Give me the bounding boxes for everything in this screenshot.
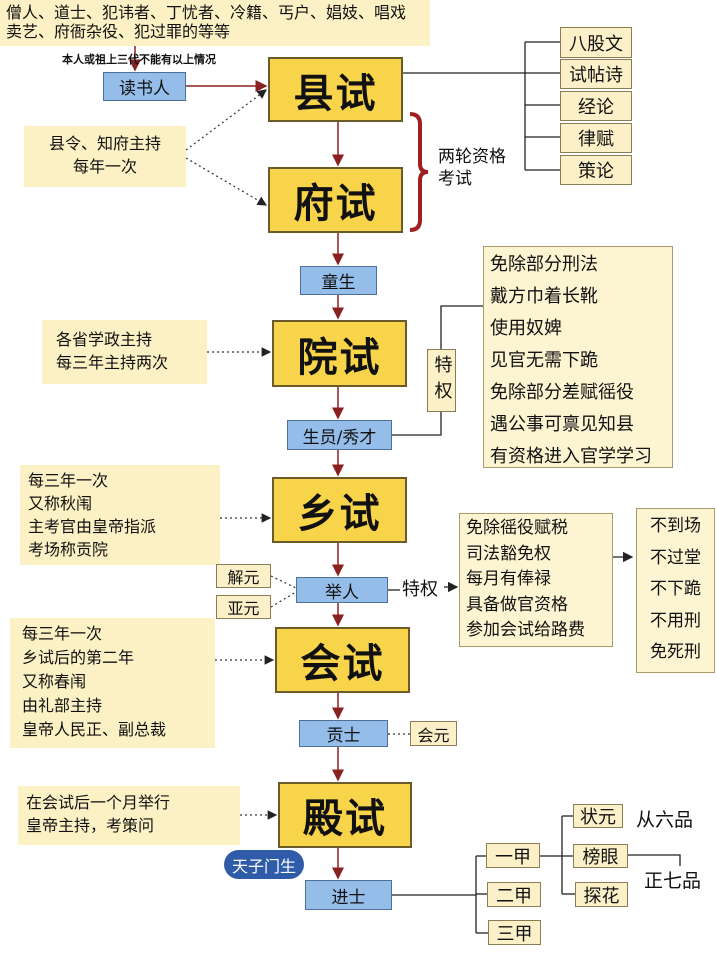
privilege-item: 司法豁免权: [466, 543, 551, 564]
note-line: 乡试后的第二年: [22, 648, 135, 667]
note-line: 每年一次: [72, 157, 137, 176]
immunity-item: 免死刑: [650, 642, 701, 662]
note-line: 考场称贡院: [28, 540, 109, 559]
grade-from-sixth: 从六品: [636, 809, 694, 831]
note-line: 县令、知府主持: [48, 134, 161, 153]
note-line: 皇帝主持，考策问: [26, 816, 155, 835]
immunity-item: 不到场: [650, 516, 701, 536]
privilege-item: 具备做官资格: [466, 594, 568, 615]
privilege-item: 戴方巾着长靴: [490, 286, 598, 307]
privilege-item: 每月有俸禄: [466, 569, 551, 589]
immunity-item: 不用刑: [650, 610, 701, 631]
juren-privilege-label: 特权: [402, 579, 438, 600]
condition-label: 本人或祖上三代不能有以上情况: [62, 53, 216, 66]
note-line: 皇帝人民正、副总裁: [22, 720, 167, 739]
provincial-note: 每三年一次又称秋闱 主考官由皇帝指派考场称贡院: [20, 465, 220, 565]
label-line: 考试: [438, 169, 472, 189]
privilege-item: 遇公事可禀见知县: [490, 414, 634, 435]
note-line: 每三年一次: [22, 624, 103, 643]
privilege-item: 免除部分差赋徭役: [490, 382, 634, 403]
note-line: 在会试后一个月举行: [26, 793, 171, 812]
subject-item: 经论: [560, 91, 632, 121]
judicial-immunities-list: 不到场 不过堂 不下跪 不用刑 免死刑: [636, 508, 715, 673]
label-line: 两轮资格: [438, 147, 506, 167]
rank-first-class: 一甲: [486, 843, 540, 868]
privilege-item: 免除徭役赋税: [466, 518, 568, 538]
note-line: 又称春闱: [22, 672, 87, 691]
note-line: 每三年主持两次: [56, 353, 169, 372]
subject-item: 八股文: [560, 27, 632, 58]
subject-item: 策论: [560, 155, 632, 185]
prefecture-exam-box: 府试: [268, 167, 403, 233]
immunity-item: 不过堂: [650, 547, 701, 568]
tongsheng-box: 童生: [300, 266, 377, 295]
jieyuan-label: 解元: [216, 564, 271, 588]
shengyuan-box: 生员/秀才: [287, 420, 392, 450]
privilege-item: 见官无需下跪: [490, 350, 598, 371]
palace-exam-box: 殿试: [278, 782, 412, 848]
tianzi-mensheng-bubble: 天子门生: [224, 850, 304, 879]
note-line: 由礼部主持: [22, 696, 103, 715]
juren-privileges-list: 免除徭役赋税 司法豁免权 每月有俸禄 具备做官资格 参加会试给路费: [459, 513, 613, 647]
note-line: 又称秋闱: [28, 494, 93, 513]
jinshi-box: 进士: [305, 880, 392, 910]
county-exam-box: 县试: [268, 57, 403, 122]
palace-note: 在会试后一个月举行皇帝主持，考策问: [18, 786, 240, 845]
yayuan-label: 亚元: [216, 595, 271, 619]
rank-third-class: 三甲: [488, 920, 541, 945]
county-note: 县令、知府主持每年一次: [24, 126, 186, 187]
provincial-exam-box: 乡试: [272, 477, 407, 543]
note-line: 各省学政主持: [56, 330, 153, 349]
subject-item: 律赋: [560, 123, 632, 153]
tanhua: 探花: [575, 882, 628, 907]
privilege-item: 有资格进入官学学习: [490, 446, 652, 467]
scholar-box: 读书人: [103, 72, 186, 101]
zhuangyuan: 状元: [573, 804, 623, 828]
privilege-label: 特权: [427, 349, 456, 412]
subject-item: 试帖诗: [560, 59, 632, 89]
note-line: 每三年一次: [28, 471, 109, 490]
note-line: 主考官由皇帝指派: [28, 517, 157, 536]
privilege-item: 参加会试给路费: [466, 620, 585, 640]
two-rounds-label: 两轮资格考试: [438, 146, 506, 190]
excluded-groups-note: 僧人、道士、犯讳者、丁忧者、冷籍、丐户、娼妓、唱戏 卖艺、府衙杂役、犯过罪的等等: [0, 0, 430, 46]
shengyuan-privileges-list: 免除部分刑法 戴方巾着长靴 使用奴婢 见官无需下跪 免除部分差赋徭役 遇公事可禀…: [483, 246, 673, 468]
privilege-item: 使用奴婢: [490, 318, 562, 339]
huiyuan-label: 会元: [410, 721, 457, 746]
excluded-line-1: 僧人、道士、犯讳者、丁忧者、冷籍、丐户、娼妓、唱戏: [6, 3, 407, 22]
bangyan: 榜眼: [573, 844, 628, 868]
juren-box: 举人: [296, 577, 388, 603]
academy-exam-box: 院试: [272, 320, 407, 387]
gongshi-box: 贡士: [299, 720, 388, 747]
rank-second-class: 二甲: [487, 882, 541, 907]
grade-seventh: 正七品: [644, 870, 702, 892]
metropolitan-exam-box: 会试: [275, 627, 410, 693]
immunity-item: 不下跪: [650, 579, 701, 599]
excluded-line-2: 卖艺、府衙杂役、犯过罪的等等: [6, 22, 231, 41]
privilege-item: 免除部分刑法: [490, 254, 598, 275]
academy-note: 各省学政主持每三年主持两次: [42, 320, 207, 384]
metropolitan-note: 每三年一次乡试后的第二年 又称春闱由礼部主持 皇帝人民正、副总裁: [10, 618, 215, 748]
